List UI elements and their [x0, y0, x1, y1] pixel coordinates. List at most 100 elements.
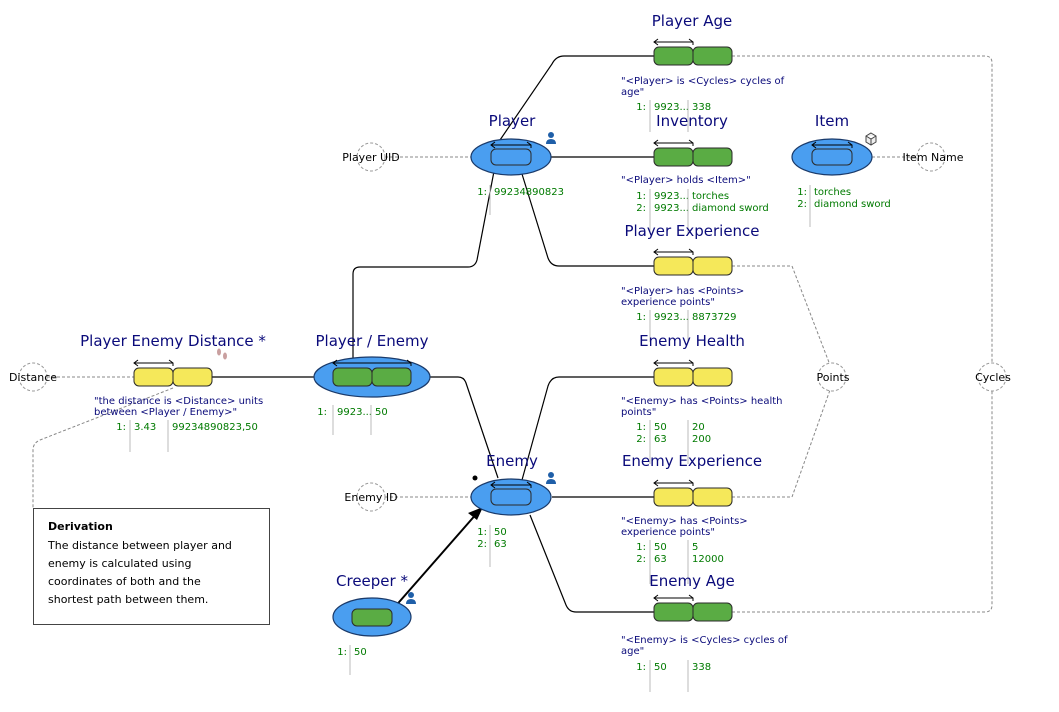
derivation-note: Derivation The distance between player a…	[33, 508, 270, 625]
role-box	[692, 367, 733, 387]
uniqueness-arrow-right	[526, 141, 532, 148]
uniqueness-arrow-left	[653, 139, 659, 147]
uniqueness-arrow-left	[653, 248, 659, 256]
sample-cell: 8873729	[692, 312, 737, 323]
sample-row-number: 1:	[797, 187, 807, 198]
uniqueness-arrow-right	[406, 359, 412, 366]
entity-types: Player1:99234890823Enemy1:502:63Item1:to…	[313, 112, 891, 675]
derivation-heading: Derivation	[48, 520, 113, 533]
fact-enemy-health: Enemy Health "<Enemy> has <Points> health…	[621, 332, 783, 464]
fact-title: Enemy Health	[639, 332, 745, 350]
fact-reading: "<Enemy> is <Cycles> cycles of	[621, 635, 788, 646]
sample-row-number: 1:	[636, 312, 646, 323]
entity-title: Item	[815, 112, 849, 130]
role-box	[351, 608, 393, 627]
sample-cell: diamond sword	[692, 203, 769, 214]
value-type-connectors	[32, 55, 993, 613]
footprint	[223, 352, 227, 360]
sample-row-number: 1:	[116, 422, 126, 433]
role-connector	[499, 55, 654, 141]
sample-cell: 338	[692, 102, 711, 113]
role-connectors	[212, 55, 872, 613]
fact-reading: "<Enemy> has <Points>	[621, 516, 748, 527]
sample-row-number: 2:	[477, 539, 487, 550]
fact-inventory: Inventory"<Player> holds <Item>"1:9923..…	[621, 112, 769, 233]
sample-row-number: 2:	[636, 434, 646, 445]
value-type-label: Player UID	[342, 151, 400, 164]
role-box	[653, 147, 694, 167]
uniqueness-arrow-right	[168, 359, 174, 366]
value-type-circle	[916, 142, 946, 172]
sample-row-number: 1:	[337, 647, 347, 658]
sample-cell: torches	[814, 187, 851, 198]
value-type-points: Points	[816, 362, 850, 392]
role-box	[490, 488, 532, 506]
footprints-icon	[217, 348, 227, 360]
entity-title: Player / Enemy	[316, 332, 429, 350]
fact-enemy-experience: Enemy Experience"<Enemy> has <Points>exp…	[621, 452, 762, 584]
role-box	[332, 367, 373, 387]
user-icon-head	[548, 472, 554, 478]
fact-reading: "the distance is <Distance> units	[94, 396, 263, 407]
fact-title: Player Age	[652, 12, 732, 30]
fact-reading: points"	[621, 407, 656, 418]
sample-row-number: 1:	[477, 527, 487, 538]
sample-cell: 9923...	[654, 312, 689, 323]
fact-types: Player Age"<Player> is <Cycles> cycles o…	[80, 12, 788, 692]
sample-row-number: 1:	[636, 542, 646, 553]
value-type-enemy-id: Enemy ID	[344, 482, 398, 512]
footprint	[217, 348, 221, 356]
sample-row-number: 1:	[317, 407, 327, 418]
value-type-label: Points	[816, 371, 849, 384]
role-box	[653, 256, 694, 276]
uniqueness-arrow-left	[653, 359, 659, 367]
user-icon	[546, 472, 556, 484]
fact-reading: experience points"	[621, 297, 715, 308]
dashed-connector	[732, 265, 831, 366]
uniqueness-arrow-left	[332, 359, 338, 367]
role-box	[692, 487, 733, 507]
fact-reading: age"	[621, 646, 644, 657]
sample-row-number: 1:	[636, 662, 646, 673]
user-icon-body	[546, 479, 556, 484]
sample-row-number: 2:	[636, 554, 646, 565]
uniqueness-arrow-left	[653, 479, 659, 487]
dashed-connector	[732, 55, 993, 365]
role-connector	[352, 139, 501, 377]
user-icon	[406, 592, 416, 604]
value-type-label: Cycles	[975, 371, 1011, 384]
entity-creeper: Creeper *1:50	[332, 572, 416, 675]
fact-reading: "<Enemy> has <Points> health	[621, 396, 783, 407]
sample-cell: 3.43	[134, 422, 156, 433]
role-box	[653, 46, 694, 66]
value-type-distance: Distance	[9, 362, 57, 392]
fact-reading: "<Player> holds <Item>"	[621, 175, 751, 186]
role-box	[490, 148, 532, 166]
value-type-cycles: Cycles	[975, 362, 1011, 392]
sample-cell: 9923...	[337, 407, 372, 418]
sample-row-number: 2:	[636, 203, 646, 214]
value-type-circle	[977, 362, 1007, 392]
uniqueness-arrow-left	[653, 594, 659, 602]
uniqueness-arrow-right	[526, 481, 532, 488]
fact-reading: between <Player / Enemy>"	[94, 407, 237, 418]
dashed-connector	[32, 387, 174, 508]
sample-cell: 50	[375, 407, 388, 418]
derivation-line: shortest path between them.	[48, 593, 209, 606]
uniqueness-arrow-right	[688, 248, 694, 255]
sample-cell: 20	[692, 422, 705, 433]
sample-cell: 12000	[692, 554, 724, 565]
sample-row-number: 1:	[636, 102, 646, 113]
fact-reading: age"	[621, 87, 644, 98]
cube-icon-shape	[865, 132, 877, 146]
fact-player-enemy-distance: Player Enemy Distance *"the distance is …	[80, 332, 266, 452]
sample-row-number: 1:	[636, 422, 646, 433]
role-box	[692, 256, 733, 276]
dashed-connector	[732, 389, 831, 498]
sample-row-number: 1:	[636, 191, 646, 202]
user-icon-head	[548, 132, 554, 138]
